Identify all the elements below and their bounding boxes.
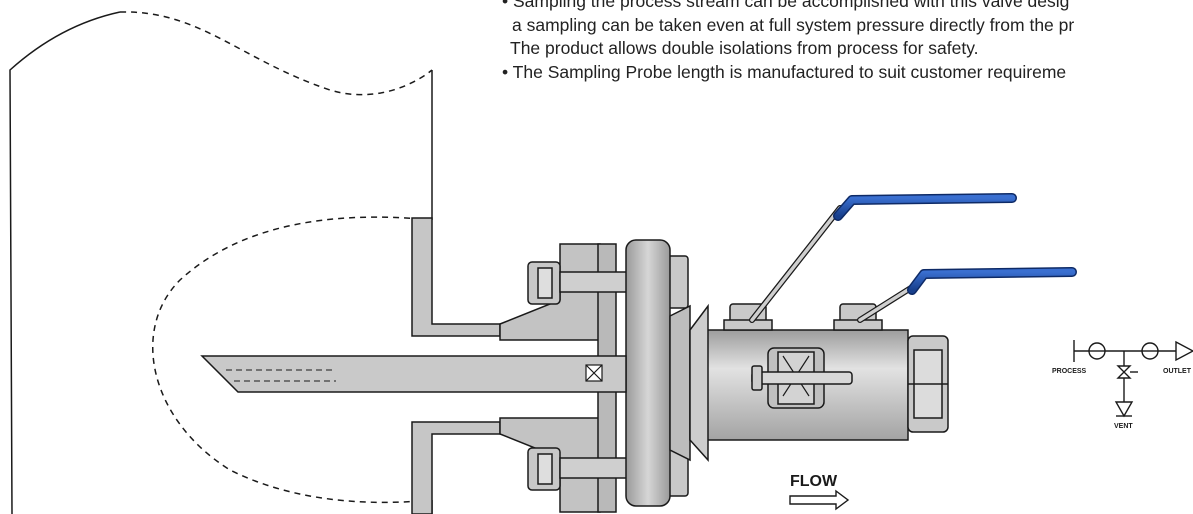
- outlet-label: OUTLET: [1163, 368, 1192, 375]
- sampling-probe: [200, 355, 627, 393]
- feature-description: • Sampling the process stream can be acc…: [502, 0, 1193, 84]
- valve-handle-1: [749, 193, 1017, 323]
- feature-line-2: a sampling can be taken even at full sys…: [512, 14, 1075, 35]
- bonnet-nut-2: [833, 303, 883, 331]
- valve-flange: [625, 239, 671, 507]
- vent-valve: [751, 347, 853, 409]
- vent-label: VENT: [1114, 423, 1133, 430]
- feature-line-3: The product allows double isolations fro…: [510, 38, 979, 58]
- flow-label: FLOW: [790, 473, 838, 490]
- nozzle-wall: [411, 217, 501, 514]
- valve-handle-2: [857, 267, 1077, 323]
- flow-arrow-icon: [789, 489, 850, 511]
- process-label: PROCESS: [1052, 368, 1087, 375]
- flow-indicator: FLOW: [789, 473, 850, 511]
- feature-line-1: • Sampling the process stream can be acc…: [502, 0, 1070, 11]
- flow-schematic: [1073, 340, 1193, 418]
- feature-line-4: • The Sampling Probe length is manufactu…: [502, 61, 1067, 82]
- vent-arrow-icon: [1114, 401, 1134, 418]
- vessel-wall: [9, 11, 433, 514]
- outlet-arrow-icon: [1175, 340, 1193, 362]
- vent-valve-icon: [1116, 365, 1132, 379]
